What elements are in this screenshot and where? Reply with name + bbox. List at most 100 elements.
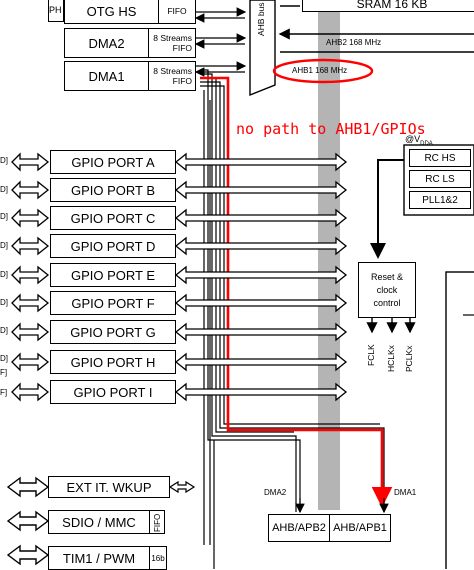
dma1-label: DMA1 [88,68,125,84]
dma2-fifo-line1: 8 Streams [153,33,192,43]
vdda-text: @V [405,134,421,144]
vdda-label: @VDDA [405,134,433,147]
edge-mark: D] [0,354,8,363]
ph-edge-label: PH [49,5,62,15]
tim1-bits-block: 16b [149,546,167,570]
gpio-port-label: GPIO PORT A [71,154,155,170]
gpio-bus-arrow [174,265,348,285]
gpio-port-label: GPIO PORT F [71,295,155,311]
rc-ls-block: RC LS [409,170,471,188]
ahb2-label: AHB2 168 MHz [326,38,382,47]
annotation-note: no path to AHB1/GPIOs [236,120,426,138]
peripheral-left-arrows [6,476,50,566]
pll-block: PLL1&2 [409,191,471,209]
gpio-pin-arrow [11,265,50,285]
clock-to-reset-link [370,159,404,259]
dma1-block: DMA1 [64,61,149,91]
otg-hs-block: OTG HS [64,0,159,24]
rc-hs-block: RC HS [409,149,471,167]
gpio-bus-arrows [174,152,348,402]
reset-output-arrows [366,318,416,334]
gpio-pin-arrow [11,352,50,372]
gpio-bus-arrow [174,236,348,256]
gpio-port-h: GPIO PORT H [50,350,176,374]
otg-fifo-link [194,7,247,23]
sdio-mmc-block: SDIO / MMC [48,510,150,534]
edge-mark: D] [0,241,8,250]
ahb-bus-label: AHB bus [256,2,266,36]
sdio-fifo-label: FIFO [153,513,162,532]
dma2-fifo-block: 8 Streams FIFO [148,28,196,58]
right-edge-block [445,271,474,569]
rc-ls-label: RC LS [425,173,455,185]
gpio-bus-arrow [174,322,348,342]
sdio-mmc-label: SDIO / MMC [62,514,136,530]
ext-it-wkup-block: EXT IT. WKUP [48,476,170,498]
gpio-port-label: GPIO PORT B [70,182,156,198]
gpio-port-i: GPIO PORT I [50,380,176,404]
dma1-fifo-line1: 8 Streams [153,66,192,76]
fclk-label: FCLK [366,344,376,366]
tim1-pwm-block: TIM1 / PWM [48,546,150,570]
gpio-port-label: GPIO PORT C [70,210,156,226]
gpio-pin-arrow [11,236,50,256]
otg-fifo-block: FIFO [158,0,196,24]
edge-mark: D] [0,270,8,279]
vdda-sub: DDA [420,140,433,147]
gpio-pin-arrow [11,208,50,228]
gpio-port-label: GPIO PORT G [70,324,156,340]
gpio-port-f: GPIO PORT F [50,291,176,315]
ahb-apb2-bridge: AHB/APB2 [268,514,330,542]
tim1-bits-label: 16b [151,553,165,563]
ahb1-highlight-ellipse [272,58,374,84]
gpio-bus-arrow [174,152,348,172]
gpio-port-d: GPIO PORT D [50,234,176,258]
gpio-bus-arrow [174,382,348,402]
dma1-bridge-label: DMA1 [394,488,417,497]
rc-hs-label: RC HS [424,152,456,164]
edge-mark: D] [0,326,8,335]
gpio-pin-arrow [11,180,50,200]
dma2-fifo-link [194,33,247,49]
dma1-fifo-block: 8 Streams FIFO [148,61,196,91]
gpio-bus-arrow [174,208,348,228]
dma1-fifo-link [194,61,247,77]
edge-mark: F] [0,368,8,377]
gpio-bus-arrow [174,293,348,313]
pll-label: PLL1&2 [422,194,458,206]
ahb2-bus-lines [278,28,474,53]
gpio-port-label: GPIO PORT E [70,267,156,283]
otg-fifo-label: FIFO [167,6,187,16]
dma2-label: DMA2 [88,35,125,51]
sram-label: SRAM 16 KB [356,0,428,11]
sram-block: SRAM 16 KB [302,0,474,12]
gpio-pin-arrow [11,382,50,402]
gpio-bus-arrow [174,180,348,200]
edge-mark: D] [0,185,8,194]
ahb-apb2-label: AHB/APB2 [272,522,326,534]
gpio-port-g: GPIO PORT G [50,320,176,344]
gpio-port-e: GPIO PORT E [50,263,176,287]
pclkx-label: PCLKx [404,345,414,372]
ext-it-wkup-label: EXT IT. WKUP [66,479,152,495]
gpio-port-label: GPIO PORT D [70,238,156,254]
hclkx-label: HCLKx [386,345,396,372]
tim1-pwm-label: TIM1 / PWM [62,550,136,566]
reset-line1: Reset & [370,271,403,282]
edge-mark: D] [0,212,8,221]
dma1-fifo-line2: FIFO [172,76,192,86]
gpio-pin-arrow [11,322,50,342]
ahb-apb1-label: AHB/APB1 [333,522,387,534]
otg-hs-label: OTG HS [86,3,137,19]
dma2-block: DMA2 [64,28,149,58]
reset-line3: control [373,297,401,308]
bridge-links [295,498,389,514]
gpio-port-b: GPIO PORT B [50,178,176,202]
sdio-fifo-block: FIFO [149,510,165,534]
edge-mark: F] [0,388,8,397]
dma2-bridge-label: DMA2 [264,488,287,497]
dma1-highlight-path [200,76,393,508]
gpio-pin-arrow [11,152,50,172]
